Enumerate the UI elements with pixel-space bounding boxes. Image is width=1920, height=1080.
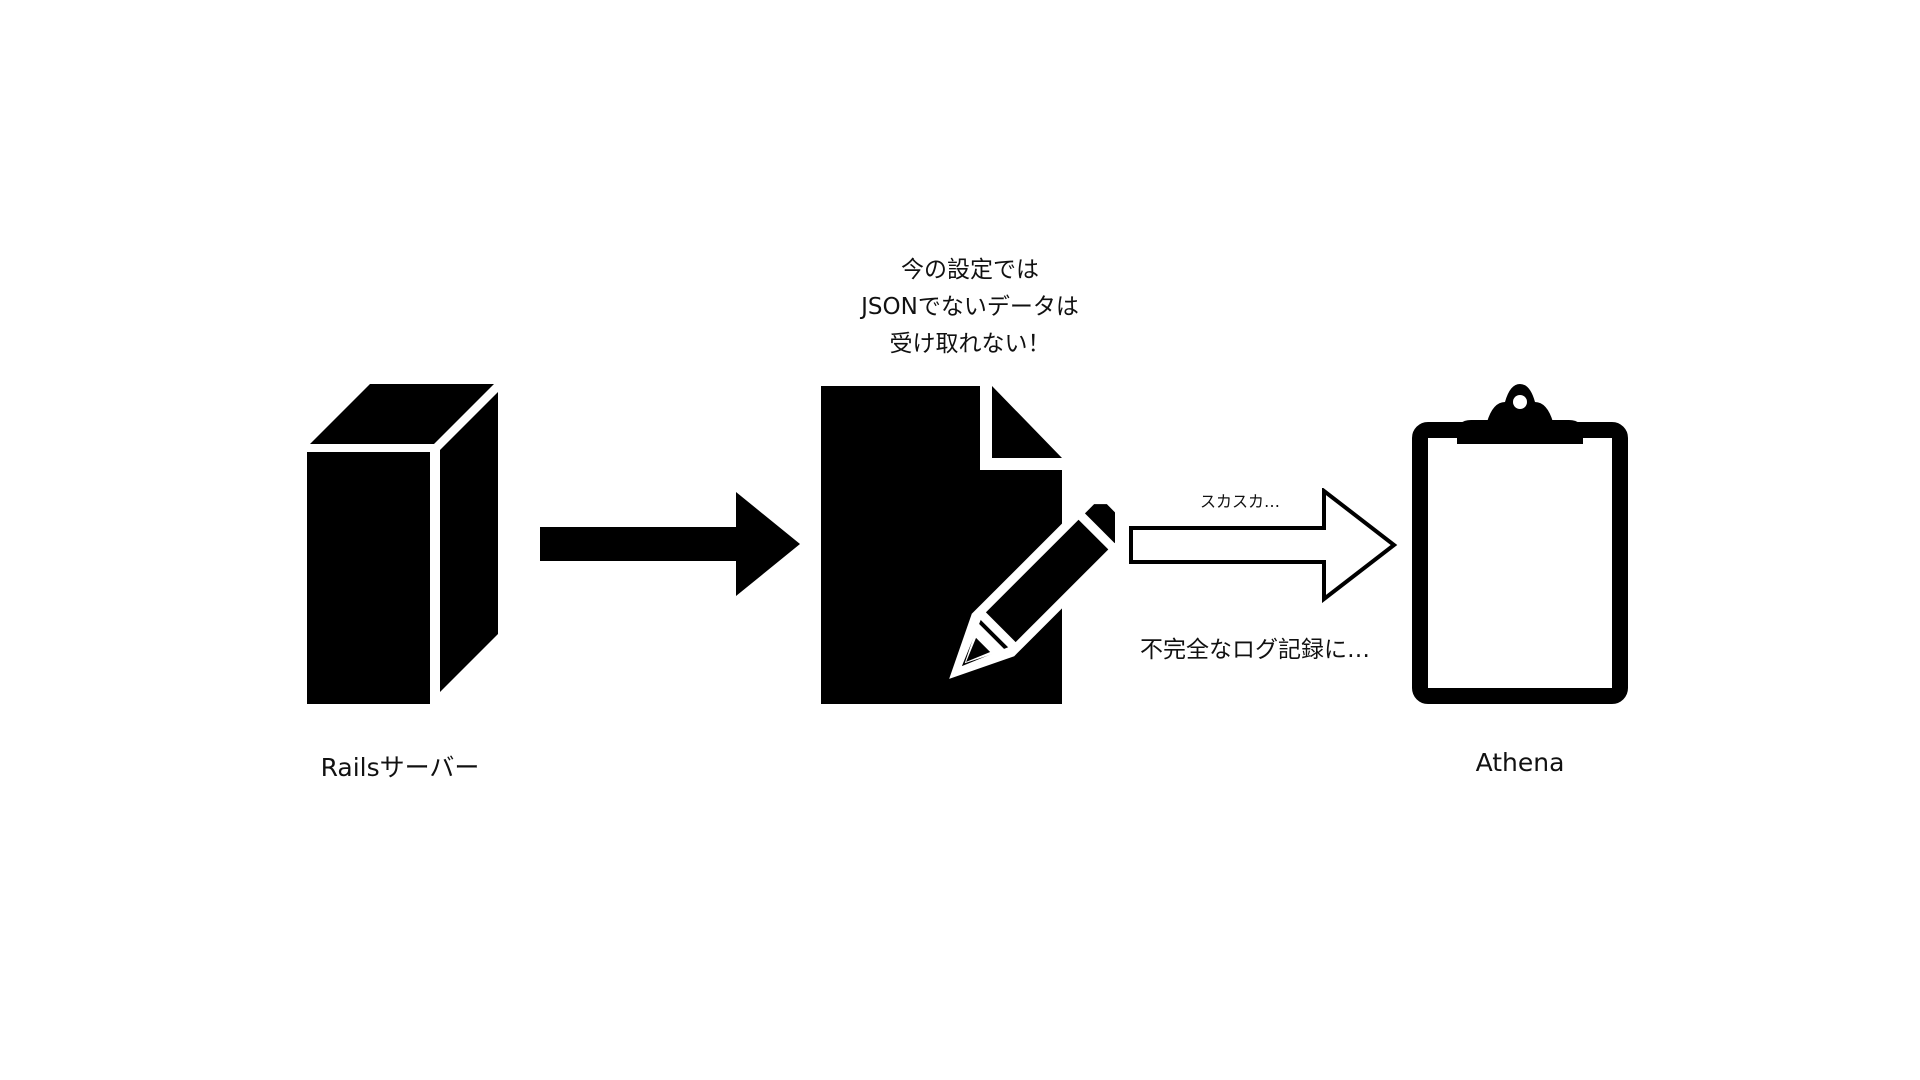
- hollow-arrow-icon: [1129, 488, 1398, 603]
- clipboard-icon: [1412, 384, 1628, 704]
- config-note-line-3: 受け取れない！: [889, 331, 1051, 357]
- config-note-line-2: JSONでないデータは: [861, 294, 1079, 320]
- config-note: 今の設定では JSONでないデータは 受け取れない！: [830, 252, 1110, 363]
- incomplete-log-label: 不完全なログ記録に…: [1140, 637, 1370, 663]
- athena-label: Athena: [1475, 748, 1565, 777]
- document-pencil-icon: [821, 386, 1115, 704]
- rails-server-label: Railsサーバー: [320, 753, 480, 782]
- config-note-line-1: 今の設定では: [901, 257, 1039, 283]
- sparse-label: スカスカ…: [1199, 492, 1280, 511]
- solid-arrow-icon: [540, 492, 800, 596]
- server-box-icon: [307, 384, 498, 704]
